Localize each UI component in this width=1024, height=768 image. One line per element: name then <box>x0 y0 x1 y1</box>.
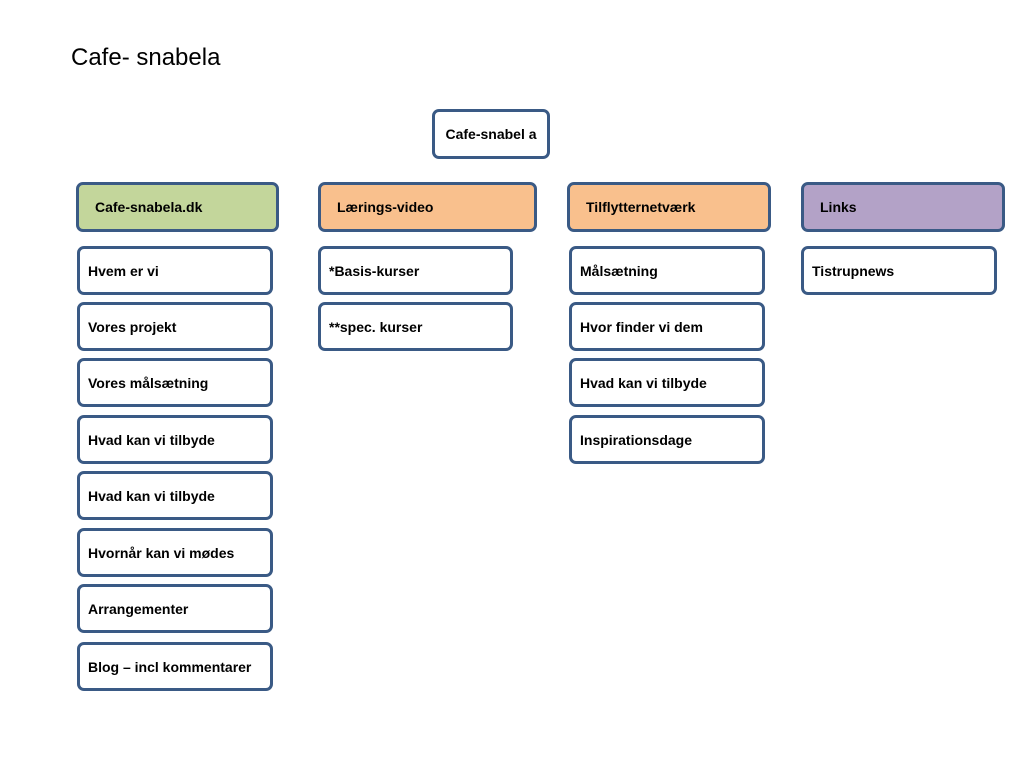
node-arrangementer: Arrangementer <box>77 584 273 633</box>
node-basis-kurser: *Basis-kurser <box>318 246 513 295</box>
node-blog: Blog – incl kommentarer <box>77 642 273 691</box>
node-maalsaetning: Målsætning <box>569 246 765 295</box>
category-tilflytternetvaerk: Tilflytternetværk <box>567 182 771 232</box>
node-hvad-kan-vi-tilbyde-1: Hvad kan vi tilbyde <box>77 415 273 464</box>
node-hvornaar-kan-vi-moedes: Hvornår kan vi mødes <box>77 528 273 577</box>
node-tistrupnews: Tistrupnews <box>801 246 997 295</box>
node-vores-maalsaetning: Vores målsætning <box>77 358 273 407</box>
category-cafe-snabela-dk: Cafe-snabela.dk <box>76 182 279 232</box>
node-vores-projekt: Vores projekt <box>77 302 273 351</box>
page-title: Cafe- snabela <box>71 44 221 71</box>
category-laerings-video: Lærings-video <box>318 182 537 232</box>
node-hvad-kan-vi-tilbyde-3: Hvad kan vi tilbyde <box>569 358 765 407</box>
node-hvad-kan-vi-tilbyde-2: Hvad kan vi tilbyde <box>77 471 273 520</box>
category-links: Links <box>801 182 1005 232</box>
node-inspirationsdage: Inspirationsdage <box>569 415 765 464</box>
node-hvem-er-vi: Hvem er vi <box>77 246 273 295</box>
node-hvor-finder-vi-dem: Hvor finder vi dem <box>569 302 765 351</box>
root-node: Cafe-snabel a <box>432 109 550 159</box>
node-spec-kurser: **spec. kurser <box>318 302 513 351</box>
